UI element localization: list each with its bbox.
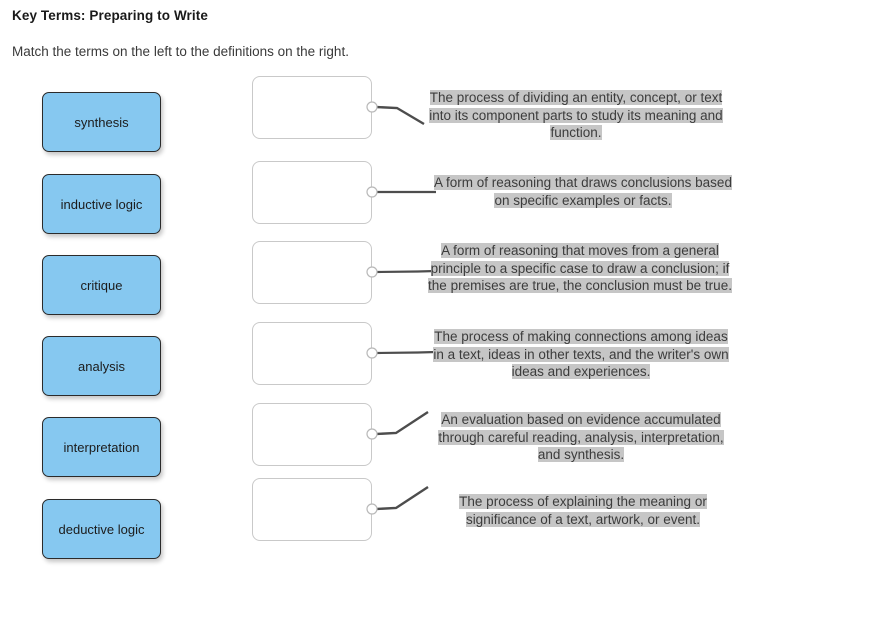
definition-2: A form of reasoning that draws conclusio… (430, 174, 736, 209)
definition-6: The process of explaining the meaning or… (430, 493, 736, 528)
drop-box-5[interactable] (252, 403, 372, 466)
definition-text: The process of making connections among … (433, 329, 729, 379)
connector-line-6 (375, 485, 429, 511)
definition-text: A form of reasoning that moves from a ge… (428, 243, 732, 293)
definition-3: A form of reasoning that moves from a ge… (427, 242, 733, 295)
page-instruction: Match the terms on the left to the defin… (12, 44, 349, 59)
definition-text: A form of reasoning that draws conclusio… (434, 175, 732, 208)
drop-box-1[interactable] (252, 76, 372, 139)
term-tile-label: inductive logic (60, 196, 143, 212)
term-tile-critique[interactable]: critique (42, 255, 161, 315)
term-tile-inductive-logic[interactable]: inductive logic (42, 174, 161, 234)
connector-line-1 (375, 105, 425, 126)
connector-line-5 (375, 410, 429, 436)
page-title: Key Terms: Preparing to Write (12, 8, 208, 23)
definition-4: The process of making connections among … (428, 328, 734, 381)
term-tile-analysis[interactable]: analysis (42, 336, 161, 396)
term-tile-interpretation[interactable]: interpretation (42, 417, 161, 477)
term-tile-label: analysis (78, 358, 125, 374)
definition-text: An evaluation based on evidence accumula… (438, 412, 724, 462)
term-tile-label: deductive logic (58, 521, 145, 537)
definition-text: The process of dividing an entity, conce… (429, 90, 723, 140)
definition-5: An evaluation based on evidence accumula… (428, 411, 734, 464)
connector-line-4 (375, 350, 437, 355)
drop-box-3[interactable] (252, 241, 372, 304)
term-tile-label: critique (80, 277, 123, 293)
term-tile-deductive-logic[interactable]: deductive logic (42, 499, 161, 559)
drop-box-2[interactable] (252, 161, 372, 224)
drop-box-6[interactable] (252, 478, 372, 541)
drop-box-4[interactable] (252, 322, 372, 385)
term-tile-label: interpretation (63, 439, 140, 455)
definition-1: The process of dividing an entity, conce… (423, 89, 729, 142)
definition-text: The process of explaining the meaning or… (459, 494, 707, 527)
term-tile-label: synthesis (74, 114, 129, 130)
term-tile-synthesis[interactable]: synthesis (42, 92, 161, 152)
